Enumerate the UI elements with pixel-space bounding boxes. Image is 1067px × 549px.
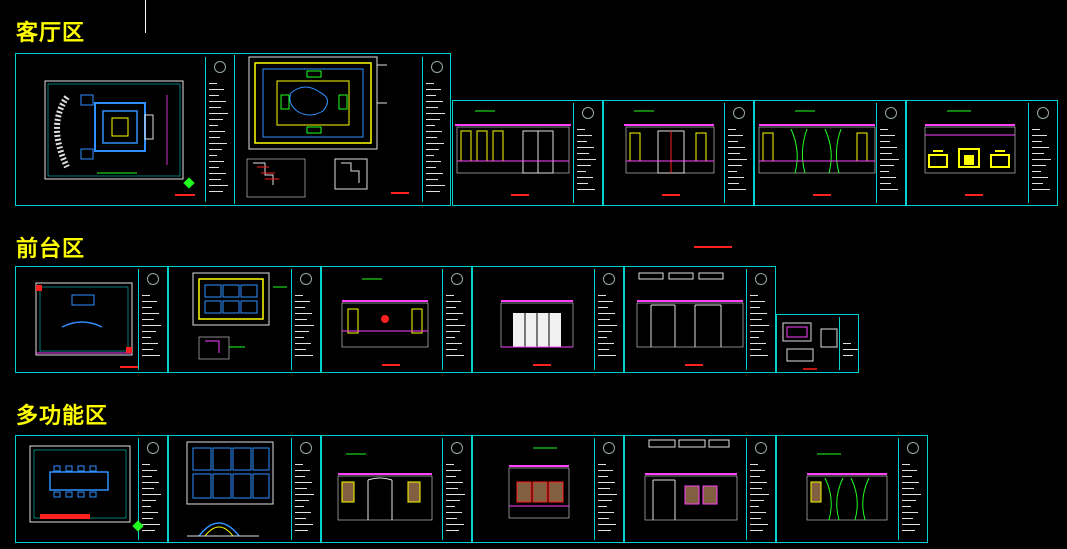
living-ceiling-sheet[interactable] [234,55,449,204]
title-block [746,269,773,370]
title-block [138,269,165,370]
multipurpose-elevation-sheet-1[interactable] [321,435,472,543]
multipurpose-plan-sheet[interactable] [15,435,168,543]
title-block [594,269,621,370]
reception-elevation-sheet-1[interactable] [321,266,472,373]
title-block [724,103,751,203]
section-title-multipurpose: 多功能区 [16,404,109,429]
living-elevation-sheet-1[interactable] [452,100,603,206]
living-elevation-sheet-2[interactable] [603,100,754,206]
stray-red-mark [694,246,732,248]
title-block [1028,103,1055,203]
reception-elevation-sheet-3[interactable] [624,266,776,373]
title-block [291,269,318,370]
living-elevation-sheet-3[interactable] [754,100,906,206]
living-elevation-sheet-4[interactable] [906,100,1058,206]
title-block [138,438,165,540]
multipurpose-elevation-sheet-4[interactable] [776,435,928,543]
title-block [746,438,773,540]
reception-elevation-sheet-2[interactable] [472,266,624,373]
crosshair-cursor [145,0,146,33]
multipurpose-elevation-sheet-3[interactable] [624,435,776,543]
title-block [839,317,858,370]
title-block [205,57,232,202]
title-block [898,438,925,540]
living-plan-group-frame[interactable] [15,53,451,206]
multipurpose-elevation-sheet-2[interactable] [472,435,624,543]
living-floor-plan-sheet[interactable] [17,55,232,204]
title-block [594,438,621,540]
reception-plan-sheet[interactable] [15,266,168,373]
title-block [573,103,600,203]
reception-ceiling-sheet[interactable] [168,266,321,373]
section-title-reception: 前台区 [16,237,86,262]
reception-detail-sheet[interactable] [776,314,859,373]
title-block [442,269,469,370]
title-block [876,103,903,203]
title-block [291,438,318,540]
section-title-living: 客厅区 [16,21,86,46]
multipurpose-ceiling-sheet[interactable] [168,435,321,543]
title-block [442,438,469,540]
title-block [422,57,449,202]
